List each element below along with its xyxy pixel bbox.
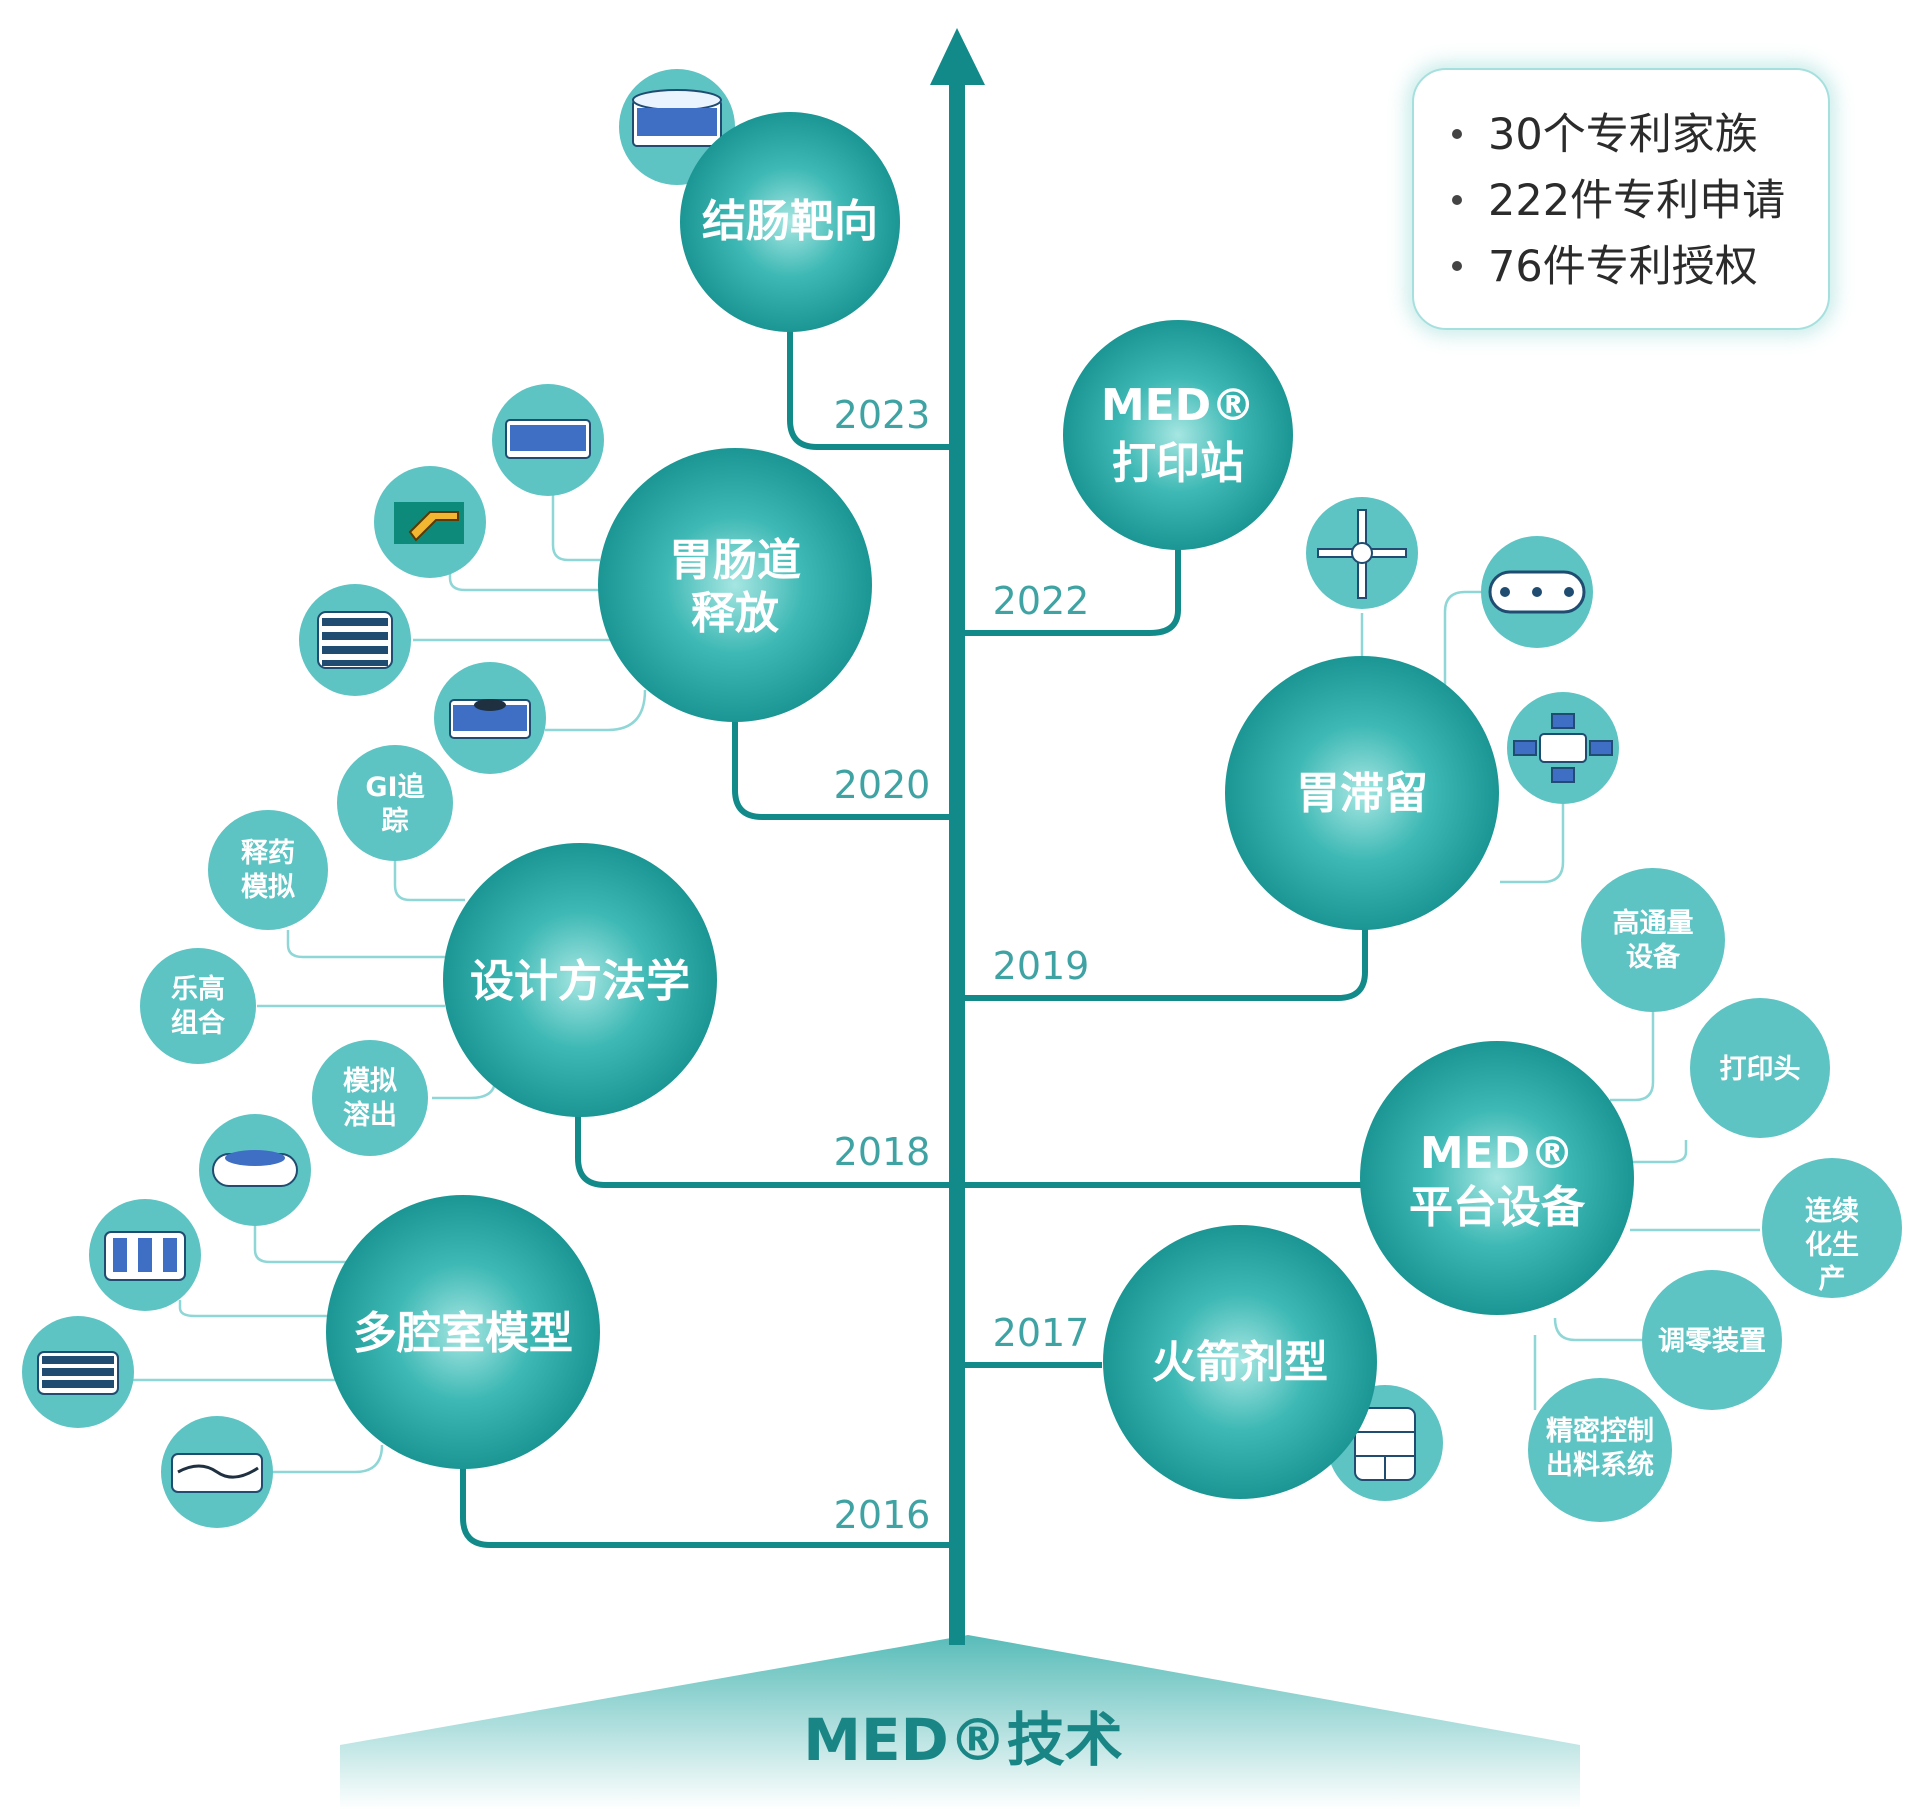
year-2023: 2023 bbox=[834, 393, 931, 437]
svg-text:乐高: 乐高 bbox=[171, 973, 225, 1005]
subconn-platform-1 bbox=[1610, 1012, 1655, 1102]
node-gi-release: 胃肠道 释放 bbox=[598, 448, 872, 722]
branch-2019 bbox=[957, 928, 1368, 1001]
branch-2023 bbox=[787, 330, 957, 450]
node-med-print-station: MED® 打印站 bbox=[1063, 320, 1293, 550]
subnode-release-simulation: 释药 模拟 bbox=[208, 810, 328, 930]
gastric-icon-blocks bbox=[1507, 692, 1619, 804]
tablet-icon-multi-3 bbox=[22, 1316, 134, 1428]
year-2019: 2019 bbox=[993, 944, 1090, 988]
stat-patent-applications: 222件专利申请 bbox=[1452, 168, 1828, 234]
tablet-icon-gi-4 bbox=[434, 662, 546, 774]
svg-text:GI追: GI追 bbox=[365, 771, 424, 803]
bullet-icon bbox=[1452, 194, 1462, 205]
subconn-gi-2 bbox=[448, 563, 600, 592]
subconn-platform-4 bbox=[1553, 1317, 1642, 1342]
svg-text:MED®: MED® bbox=[1420, 1128, 1574, 1179]
patent-stats-card: 30个专利家族 222件专利申请 76件专利授权 bbox=[1412, 68, 1830, 330]
timeline-arrow-head bbox=[930, 28, 985, 85]
year-2018: 2018 bbox=[834, 1130, 931, 1174]
year-2022: 2022 bbox=[993, 579, 1090, 623]
svg-text:MED®: MED® bbox=[1101, 380, 1255, 431]
svg-text:出料系统: 出料系统 bbox=[1546, 1449, 1654, 1481]
tablet-icon-multi-2 bbox=[89, 1199, 201, 1311]
year-2020: 2020 bbox=[834, 763, 931, 807]
svg-text:精密控制: 精密控制 bbox=[1546, 1415, 1654, 1447]
subconn-gastric-3 bbox=[1500, 797, 1565, 884]
node-med-platform-equipment: MED® 平台设备 bbox=[1360, 1041, 1634, 1315]
svg-text:溶出: 溶出 bbox=[343, 1099, 397, 1131]
node-rocket-dosage-form: 火箭剂型 bbox=[1103, 1225, 1377, 1499]
subnode-continuous-production: 连续 化生 产 bbox=[1762, 1158, 1902, 1298]
subconn-gastric-2 bbox=[1443, 590, 1490, 685]
tablet-icon-multi-1 bbox=[199, 1114, 311, 1226]
subconn-platform-2 bbox=[1630, 1140, 1688, 1164]
svg-text:火箭剂型: 火箭剂型 bbox=[1152, 1337, 1328, 1388]
subconn-design-2 bbox=[286, 930, 445, 959]
subconn-multi-1 bbox=[253, 1220, 350, 1264]
subconn-gi-1 bbox=[551, 495, 600, 562]
subnode-print-head: 打印头 bbox=[1690, 998, 1830, 1138]
stat-patent-families: 30个专利家族 bbox=[1452, 102, 1828, 168]
node-multi-chamber-model: 多腔室模型 bbox=[326, 1195, 600, 1469]
bullet-icon bbox=[1452, 128, 1462, 139]
svg-text:打印站: 打印站 bbox=[1112, 438, 1244, 489]
svg-text:释放: 释放 bbox=[691, 588, 779, 639]
svg-text:平台设备: 平台设备 bbox=[1409, 1182, 1586, 1233]
svg-text:踪: 踪 bbox=[382, 806, 409, 837]
node-gastric-retention: 胃滞留 bbox=[1225, 656, 1499, 930]
subnode-gi-tracking: GI追 踪 bbox=[337, 745, 453, 861]
tablet-icon-gi-3 bbox=[299, 584, 411, 696]
stat-patent-grants: 76件专利授权 bbox=[1452, 234, 1828, 300]
svg-text:调零装置: 调零装置 bbox=[1658, 1326, 1766, 1357]
svg-text:产: 产 bbox=[1819, 1264, 1846, 1295]
tablet-icon-gi-1 bbox=[492, 384, 604, 496]
diagram-title: MED®技术 bbox=[803, 1706, 1122, 1774]
svg-text:模拟: 模拟 bbox=[241, 872, 295, 903]
subconn-design-4 bbox=[432, 1079, 497, 1100]
subconn-multi-4 bbox=[260, 1444, 384, 1474]
tree-base bbox=[340, 1635, 1580, 1810]
branch-2022 bbox=[957, 548, 1181, 636]
year-2017: 2017 bbox=[993, 1311, 1090, 1355]
svg-text:结肠靶向: 结肠靶向 bbox=[702, 196, 878, 247]
subconn-design-1 bbox=[393, 860, 465, 902]
subnode-simulated-dissolution: 模拟 溶出 bbox=[312, 1040, 428, 1156]
svg-text:胃滞留: 胃滞留 bbox=[1296, 768, 1428, 819]
svg-text:高通量: 高通量 bbox=[1613, 907, 1694, 939]
subnode-precision-dispensing: 精密控制 出料系统 bbox=[1528, 1378, 1672, 1522]
svg-text:设备: 设备 bbox=[1626, 942, 1681, 973]
timeline-trunk bbox=[949, 85, 965, 1645]
svg-text:组合: 组合 bbox=[171, 1007, 225, 1039]
bullet-icon bbox=[1452, 260, 1462, 271]
node-colon-targeting: 结肠靶向 bbox=[680, 112, 900, 332]
subnode-zeroing-device: 调零装置 bbox=[1642, 1270, 1782, 1410]
svg-text:多腔室模型: 多腔室模型 bbox=[353, 1308, 573, 1359]
gastric-icon-capsule bbox=[1481, 536, 1593, 648]
year-2016: 2016 bbox=[834, 1493, 931, 1537]
svg-text:模拟: 模拟 bbox=[343, 1066, 397, 1097]
svg-text:胃肠道: 胃肠道 bbox=[669, 535, 801, 586]
subconn-multi-2 bbox=[178, 1300, 345, 1318]
branch-2018 bbox=[575, 1115, 1362, 1188]
branch-2020 bbox=[732, 720, 957, 820]
branch-2016 bbox=[460, 1468, 957, 1548]
svg-text:设计方法学: 设计方法学 bbox=[470, 956, 690, 1007]
node-design-methodology: 设计方法学 bbox=[443, 843, 717, 1117]
subnode-high-throughput: 高通量 设备 bbox=[1581, 868, 1725, 1012]
svg-text:打印头: 打印头 bbox=[1720, 1054, 1801, 1085]
tablet-icon-gi-2 bbox=[374, 466, 486, 578]
patent-stats-list: 30个专利家族 222件专利申请 76件专利授权 bbox=[1452, 102, 1828, 300]
tablet-icon-multi-4 bbox=[161, 1416, 273, 1528]
svg-text:释药: 释药 bbox=[241, 838, 295, 869]
gastric-icon-cross bbox=[1306, 497, 1418, 609]
svg-text:连续: 连续 bbox=[1805, 1195, 1859, 1227]
subconn-gi-4 bbox=[545, 689, 647, 732]
subnode-lego-combination: 乐高 组合 bbox=[140, 948, 256, 1064]
svg-text:化生: 化生 bbox=[1805, 1230, 1859, 1261]
